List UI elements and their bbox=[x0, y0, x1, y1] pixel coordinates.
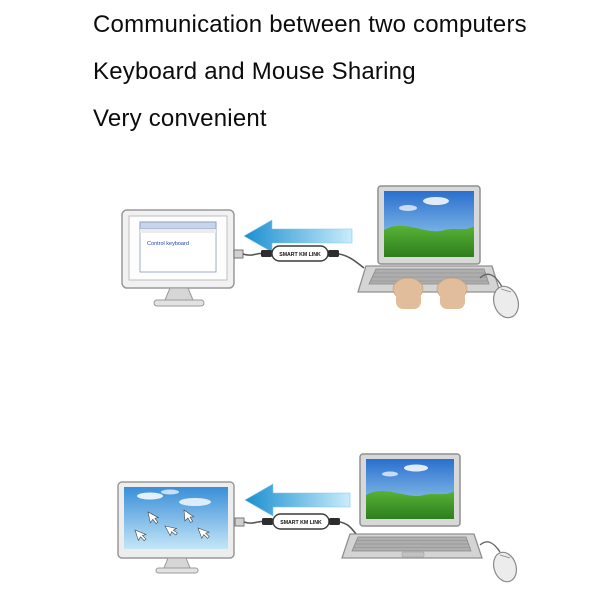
mouse-body bbox=[492, 551, 518, 583]
device-plug-right bbox=[329, 518, 340, 525]
mouse bbox=[479, 273, 520, 319]
headline-line-2: Keyboard and Mouse Sharing bbox=[93, 58, 416, 85]
monitor bbox=[117, 481, 235, 574]
laptop bbox=[357, 185, 501, 293]
window-toolbar bbox=[140, 229, 216, 233]
laptop-keyboard bbox=[368, 268, 490, 285]
monitor-stand bbox=[163, 557, 191, 569]
device-plug-left bbox=[261, 250, 272, 257]
cursor-icon bbox=[134, 529, 147, 542]
right-wrist bbox=[440, 291, 465, 309]
mouse-buttons-divider bbox=[500, 288, 512, 293]
monitor-base bbox=[155, 567, 199, 574]
laptop-wallpaper-hill bbox=[384, 225, 474, 257]
cloud bbox=[423, 197, 449, 205]
laptop-wallpaper-hill bbox=[366, 491, 454, 519]
cursor-icon bbox=[164, 525, 178, 537]
touchpad bbox=[401, 551, 425, 558]
window-text: Control keyboard bbox=[147, 241, 189, 247]
headline-line-3: Very convenient bbox=[93, 105, 267, 132]
km-link-cable: SMART KM LINK bbox=[233, 245, 365, 269]
mouse-body bbox=[492, 285, 520, 319]
monitor: Control keyboard bbox=[121, 209, 235, 307]
mouse-buttons-divider bbox=[499, 554, 511, 559]
app-window: Control keyboard bbox=[139, 221, 217, 273]
monitor-stand bbox=[164, 287, 194, 301]
monitor-base bbox=[153, 299, 205, 307]
cloud bbox=[382, 471, 398, 477]
keyboard-rows bbox=[353, 540, 471, 548]
cable-right bbox=[338, 253, 365, 269]
cable-left bbox=[242, 252, 263, 256]
left-arrow-icon bbox=[244, 483, 351, 517]
laptop bbox=[341, 453, 483, 559]
usb-plug-monitor bbox=[233, 249, 244, 259]
cloud bbox=[137, 492, 163, 500]
mouse-cable bbox=[479, 273, 503, 288]
mouse bbox=[479, 541, 518, 583]
cursor-icon bbox=[147, 511, 160, 525]
device-plug-left bbox=[262, 518, 273, 525]
km-link-device-label: SMART KM LINK bbox=[279, 252, 321, 258]
window-titlebar bbox=[139, 221, 217, 230]
diagram-top-kvm-setup: Control keyboard SMART KM LINK bbox=[121, 185, 520, 319]
diagram-bottom-kvm-setup: SMART KM LINK bbox=[117, 453, 518, 583]
headline: Communication between two computers Keyb… bbox=[93, 12, 527, 153]
cable-left bbox=[243, 520, 264, 524]
left-wrist bbox=[396, 291, 421, 309]
mouse-cable bbox=[479, 541, 501, 553]
cloud bbox=[161, 489, 179, 495]
cloud bbox=[179, 498, 211, 506]
km-link-device-label: SMART KM LINK bbox=[280, 520, 322, 526]
cursor-icon bbox=[197, 527, 210, 540]
device-plug-right bbox=[328, 250, 339, 257]
keyboard-rows bbox=[371, 272, 488, 282]
cloud bbox=[399, 205, 417, 211]
headline-line-1: Communication between two computers bbox=[93, 11, 527, 38]
typing-hands bbox=[392, 277, 468, 309]
cloud bbox=[404, 464, 428, 472]
cursor-icon bbox=[183, 509, 195, 523]
km-link-cable: SMART KM LINK bbox=[234, 513, 359, 537]
shared-cursors bbox=[134, 509, 210, 542]
usb-plug-monitor bbox=[234, 517, 245, 527]
